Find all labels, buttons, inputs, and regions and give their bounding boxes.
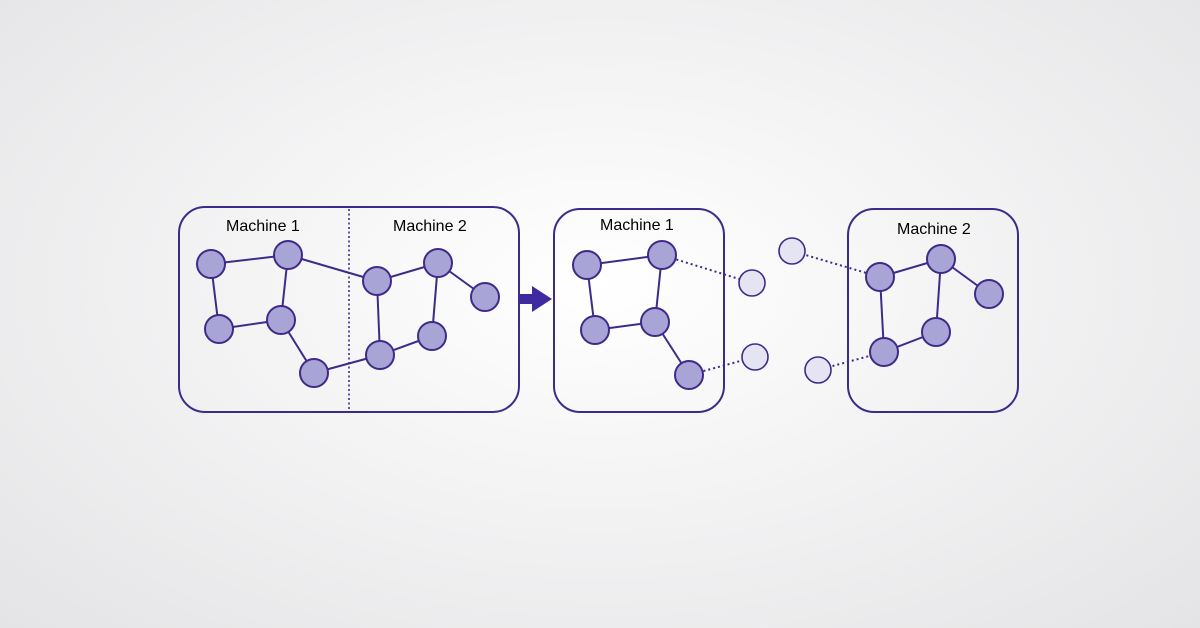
ghost-node (778, 237, 806, 265)
transform-arrow-icon (520, 286, 552, 312)
machine-1-partition-panel: Machine 1 (553, 208, 769, 413)
combined-graph-panel: Machine 1 Machine 2 (178, 206, 520, 413)
graph-node (647, 240, 677, 270)
graph-node (572, 250, 602, 280)
graph-node (674, 360, 704, 390)
machine-2-box (847, 208, 1019, 413)
graph-node (299, 358, 329, 388)
cross-partition-edge (791, 250, 881, 278)
ghost-node (738, 269, 766, 297)
cross-partition-edge (661, 254, 753, 284)
graph-node (423, 248, 453, 278)
graph-node (921, 317, 951, 347)
before-machine-2-label: Machine 2 (393, 218, 467, 235)
graph-node (640, 307, 670, 337)
graph-node (273, 240, 303, 270)
machine-2-nodes (778, 237, 1004, 384)
graph-node (580, 315, 610, 345)
machine-1-box (553, 208, 725, 413)
graph-node (926, 244, 956, 274)
graph-node (365, 340, 395, 370)
graph-edge (287, 254, 378, 282)
graph-node (869, 337, 899, 367)
machine-2-partition-panel: Machine 2 (778, 208, 1019, 413)
graph-node (362, 266, 392, 296)
graph-node (196, 249, 226, 279)
machine-1-edges (586, 254, 756, 376)
graph-node (266, 305, 296, 335)
combined-machines-box (178, 206, 520, 413)
combined-graph-nodes (196, 240, 500, 388)
graph-node (470, 282, 500, 312)
graph-node (865, 262, 895, 292)
ghost-node (741, 343, 769, 371)
after-machine-1-label: Machine 1 (600, 217, 674, 234)
after-machine-2-label: Machine 2 (897, 221, 971, 238)
machine-1-nodes (572, 240, 769, 390)
before-machine-1-label: Machine 1 (226, 218, 300, 235)
ghost-node (804, 356, 832, 384)
graph-node (204, 314, 234, 344)
graph-node (417, 321, 447, 351)
graph-node (974, 279, 1004, 309)
